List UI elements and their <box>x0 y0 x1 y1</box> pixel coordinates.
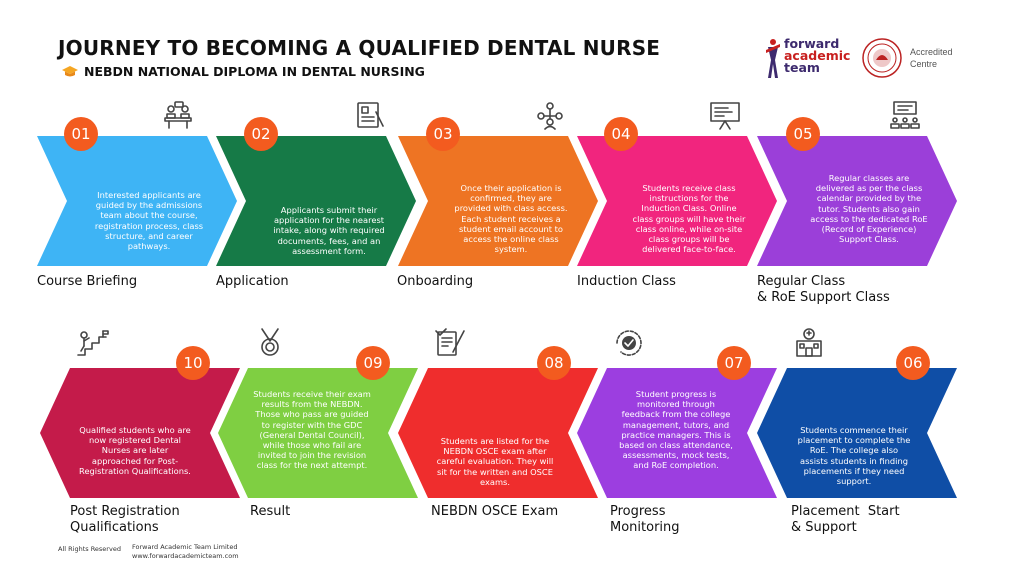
step-shape-09 <box>218 368 418 498</box>
classroom-icon <box>890 101 920 129</box>
step-shape-03 <box>398 136 598 266</box>
step-number-10: 10 <box>176 346 210 380</box>
step-label-03: Onboarding <box>397 274 474 289</box>
step-number-09: 09 <box>356 346 390 380</box>
step-arrow-07: Student progress is monitored through fe… <box>577 368 777 498</box>
step-number-06: 06 <box>896 346 930 380</box>
step-shape-06 <box>757 368 957 498</box>
step-label-10: Post Registration Qualifications <box>70 504 180 535</box>
step-description-05: Regular classes are delivered as per the… <box>810 173 928 245</box>
accredited-centre-label: Accredited Centre <box>910 47 953 69</box>
page-subtitle: NEBDN NATIONAL DIPLOMA IN DENTAL NURSING <box>62 64 425 79</box>
logo-line-2: academic <box>784 48 851 63</box>
step-arrow-04: Students receive class instructions for … <box>577 136 777 266</box>
step-description-10: Qualified students who are now registere… <box>79 425 191 476</box>
career-stairs-icon <box>77 330 109 356</box>
step-description-07: Student progress is monitored through fe… <box>619 389 733 471</box>
medal-icon <box>261 328 279 356</box>
step-arrow-03: Once their application is confirmed, the… <box>398 136 598 266</box>
step-arrow-10: Qualified students who are now registere… <box>40 368 240 498</box>
step-shape-07 <box>577 368 777 498</box>
step-number-04: 04 <box>604 117 638 151</box>
graduation-cap-icon <box>62 65 78 76</box>
step-label-06: Placement Start & Support <box>791 504 900 535</box>
step-label-01: Course Briefing <box>37 274 138 289</box>
exam-paper-icon <box>435 328 465 356</box>
step-shape-02 <box>216 136 416 266</box>
step-label-08: NEBDN OSCE Exam <box>431 504 559 519</box>
logo-line-3: team <box>784 60 820 75</box>
step-number-05: 05 <box>786 117 820 151</box>
accreditation-seal-icon <box>862 38 902 78</box>
step-description-01: Interested applicants are guided by the … <box>94 190 204 252</box>
step-shape-05 <box>757 136 957 266</box>
application-form-icon <box>357 102 384 128</box>
step-arrow-01: Interested applicants are guided by the … <box>37 136 237 266</box>
step-arrow-02: Applicants submit their application for … <box>216 136 416 266</box>
whiteboard-icon <box>710 102 740 130</box>
step-arrow-06: Students commence their placement to com… <box>757 368 957 498</box>
step-shape-08 <box>398 368 598 498</box>
footer-rights: All Rights Reserved <box>58 545 121 553</box>
step-description-04: Students receive class instructions for … <box>632 183 746 255</box>
step-number-08: 08 <box>537 346 571 380</box>
meeting-icon <box>164 101 192 129</box>
step-description-08: Students are listed for the NEBDN OSCE e… <box>436 436 554 487</box>
step-label-04: Induction Class <box>577 274 676 289</box>
step-shape-10 <box>40 368 240 498</box>
step-number-07: 07 <box>717 346 751 380</box>
step-label-02: Application <box>216 274 289 289</box>
step-arrow-08: Students are listed for the NEBDN OSCE e… <box>398 368 598 498</box>
step-number-02: 02 <box>244 117 278 151</box>
step-number-01: 01 <box>64 117 98 151</box>
logo-figure-icon <box>766 39 780 78</box>
footer-company-block: Forward Academic Team Limited www.forwar… <box>132 543 239 561</box>
page-title: JOURNEY TO BECOMING A QUALIFIED DENTAL N… <box>58 36 661 60</box>
step-shape-04 <box>577 136 777 266</box>
step-description-09: Students receive their exam results from… <box>253 389 371 471</box>
step-label-05: Regular Class & RoE Support Class <box>757 274 890 305</box>
footer-company: Forward Academic Team Limited <box>132 543 238 551</box>
brand-logo: forward academic team <box>766 36 851 80</box>
clinic-icon <box>796 328 822 357</box>
step-description-02: Applicants submit their application for … <box>273 205 385 256</box>
step-label-07: Progress Monitoring <box>610 504 680 535</box>
step-description-06: Students commence their placement to com… <box>797 425 911 487</box>
step-number-03: 03 <box>426 117 460 151</box>
subtitle-text: NEBDN NATIONAL DIPLOMA IN DENTAL NURSING <box>84 64 425 79</box>
step-label-09: Result <box>250 504 291 519</box>
footer-website: www.forwardacademicteam.com <box>132 552 239 560</box>
step-arrow-05: Regular classes are delivered as per the… <box>757 136 957 266</box>
progress-check-icon <box>616 330 642 356</box>
team-network-icon <box>537 102 563 130</box>
step-shape-01 <box>37 136 237 266</box>
step-description-03: Once their application is confirmed, the… <box>454 183 568 255</box>
logo-line-1: forward <box>784 36 840 51</box>
step-arrow-09: Students receive their exam results from… <box>218 368 418 498</box>
